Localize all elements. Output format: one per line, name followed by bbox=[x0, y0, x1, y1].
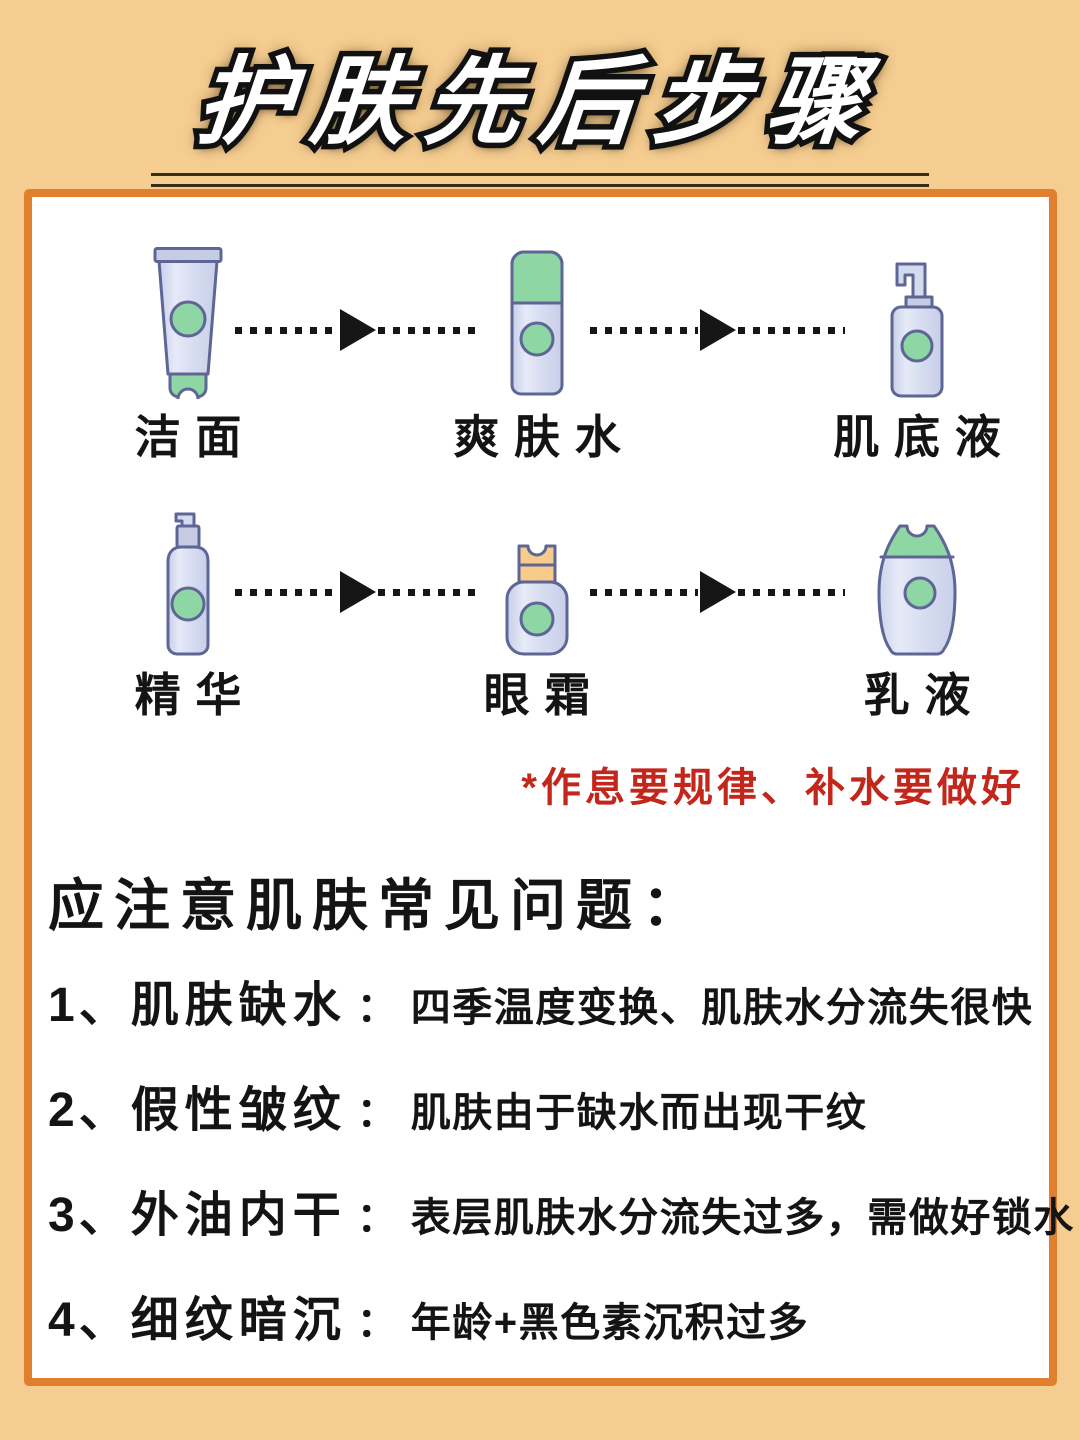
arrow-head-icon bbox=[699, 571, 736, 613]
issue-colon: ： bbox=[356, 986, 397, 1030]
dotted-line bbox=[377, 326, 480, 334]
routine-row-1: 洁面 爽肤水 肌底液 bbox=[32, 243, 1049, 465]
issue-number: 1、 bbox=[48, 979, 131, 1032]
issue-description: 肌肤由于缺水而出现干纹 bbox=[410, 1091, 868, 1135]
issue-colon: ： bbox=[356, 1196, 397, 1240]
product-label: 爽肤水 bbox=[453, 411, 636, 463]
issue-item: 2、 假性皱纹 ： 肌肤由于缺水而出现干纹 bbox=[48, 1080, 1035, 1138]
issue-item: 1、 肌肤缺水 ： 四季温度变换、肌肤水分流失很快 bbox=[48, 975, 1035, 1033]
flow-arrow bbox=[590, 309, 845, 351]
dotted-line bbox=[590, 588, 698, 596]
arrow-head-icon bbox=[699, 309, 736, 351]
lotion-bottle-icon bbox=[877, 524, 957, 656]
issue-colon: ： bbox=[356, 1301, 397, 1345]
issues-heading: 应注意肌肤常见问题： bbox=[48, 874, 708, 937]
page-title-text: 护肤先后步骤 bbox=[192, 24, 888, 163]
issue-term: 假性皱纹 bbox=[130, 1084, 347, 1137]
product-label: 眼霜 bbox=[483, 669, 606, 721]
pump-bottle-icon bbox=[890, 262, 944, 398]
issue-term: 肌肤缺水 bbox=[130, 979, 347, 1032]
flow-arrow bbox=[590, 571, 845, 613]
flow-arrow bbox=[235, 571, 480, 613]
title-double-underline bbox=[151, 173, 929, 187]
flow-arrow bbox=[235, 309, 480, 351]
toner-bottle-icon bbox=[510, 250, 564, 396]
dotted-line bbox=[235, 326, 338, 334]
issue-item: 3、 外油内干 ： 表层肌肤水分流失过多，需做好锁水 bbox=[48, 1185, 1073, 1243]
page-title: 护肤先后步骤 bbox=[192, 24, 888, 163]
arrow-head-icon bbox=[339, 571, 376, 613]
dotted-line bbox=[737, 588, 845, 596]
title-block: 护肤先后步骤 bbox=[0, 0, 1080, 187]
product-label: 肌底液 bbox=[833, 411, 1016, 463]
issue-description: 年龄+黑色素沉积过多 bbox=[410, 1301, 810, 1345]
issue-number: 3、 bbox=[48, 1189, 131, 1242]
content-card: 洁面 爽肤水 肌底液 bbox=[24, 189, 1073, 1386]
product-eye-cream: 眼霜 bbox=[417, 543, 657, 723]
cleanser-tube-icon bbox=[153, 247, 223, 399]
product-label: 洁面 bbox=[134, 411, 257, 463]
issue-description: 四季温度变换、肌肤水分流失很快 bbox=[410, 986, 1034, 1030]
issue-term: 外油内干 bbox=[130, 1189, 347, 1242]
issue-term: 细纹暗沉 bbox=[130, 1294, 347, 1347]
dotted-line bbox=[377, 588, 480, 596]
dotted-line bbox=[235, 588, 338, 596]
dotted-line bbox=[737, 326, 845, 334]
issue-number: 2、 bbox=[48, 1084, 131, 1137]
product-toner: 爽肤水 bbox=[417, 249, 657, 465]
product-label: 乳液 bbox=[863, 669, 986, 721]
product-cleanser: 洁面 bbox=[68, 245, 308, 465]
issue-number: 4、 bbox=[48, 1294, 131, 1347]
dotted-line bbox=[590, 326, 698, 334]
product-label: 精华 bbox=[134, 669, 257, 721]
issue-colon: ： bbox=[356, 1091, 397, 1135]
issue-item: 4、 细纹暗沉 ： 年龄+黑色素沉积过多 bbox=[48, 1290, 1035, 1348]
product-lotion: 乳液 bbox=[797, 523, 1037, 723]
reminder-note: *作息要规律、补水要做好 bbox=[521, 766, 1025, 810]
product-essence: 精华 bbox=[68, 511, 308, 723]
eye-cream-jar-icon bbox=[505, 544, 569, 656]
arrow-head-icon bbox=[339, 309, 376, 351]
issues-section: 应注意肌肤常见问题： 1、 肌肤缺水 ： 四季温度变换、肌肤水分流失很快 2、 … bbox=[32, 874, 1073, 1348]
product-primer: 肌底液 bbox=[797, 261, 1037, 465]
routine-row-2: 精华 眼霜 bbox=[32, 501, 1049, 723]
spray-bottle-icon bbox=[166, 512, 210, 656]
issue-description: 表层肌肤水分流失过多，需做好锁水 bbox=[410, 1196, 1075, 1240]
